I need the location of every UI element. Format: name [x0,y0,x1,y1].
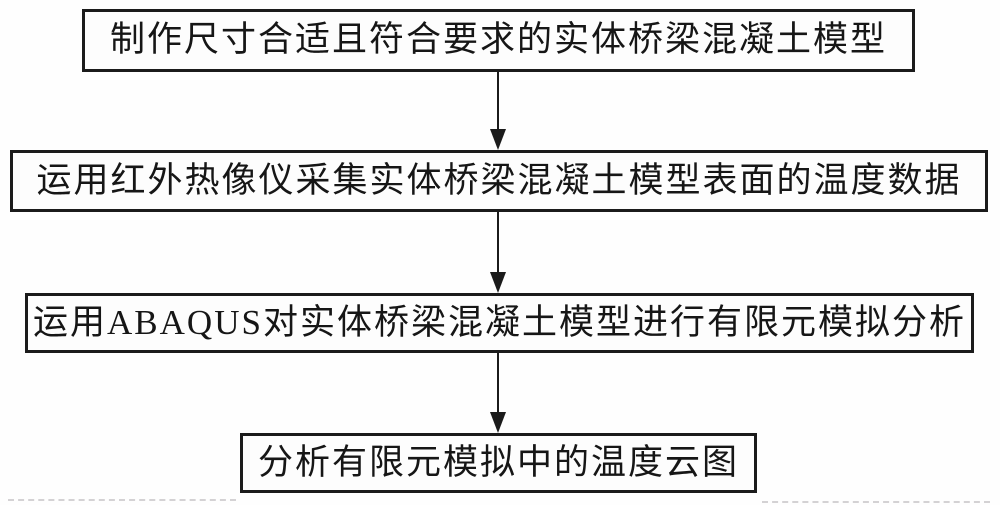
flow-step-box-3: 运用ABAQUS对实体桥梁混凝土模型进行有限元模拟分析 [25,293,974,353]
flow-step-label-1: 制作尺寸合适且符合要求的实体桥梁混凝土模型 [109,20,887,59]
down-arrow-icon [497,72,499,129]
flow-step-box-2: 运用红外热像仪采集实体桥梁混凝土模型表面的温度数据 [10,150,988,212]
flow-step-label-2: 运用红外热像仪采集实体桥梁混凝土模型表面的温度数据 [36,160,962,200]
down-arrow-icon [497,212,499,272]
down-arrow-icon [497,353,499,412]
flow-step-box-1: 制作尺寸合适且符合要求的实体桥梁混凝土模型 [82,9,915,72]
flow-step-label-4: 分析有限元模拟中的温度云图 [257,442,739,482]
flow-step-label-3: 运用ABAQUS对实体桥梁混凝土模型进行有限元模拟分析 [33,302,966,342]
scan-artifact-dash-left [8,499,236,501]
flow-step-box-4: 分析有限元模拟中的温度云图 [240,433,757,493]
scan-artifact-dash-right [762,501,990,503]
